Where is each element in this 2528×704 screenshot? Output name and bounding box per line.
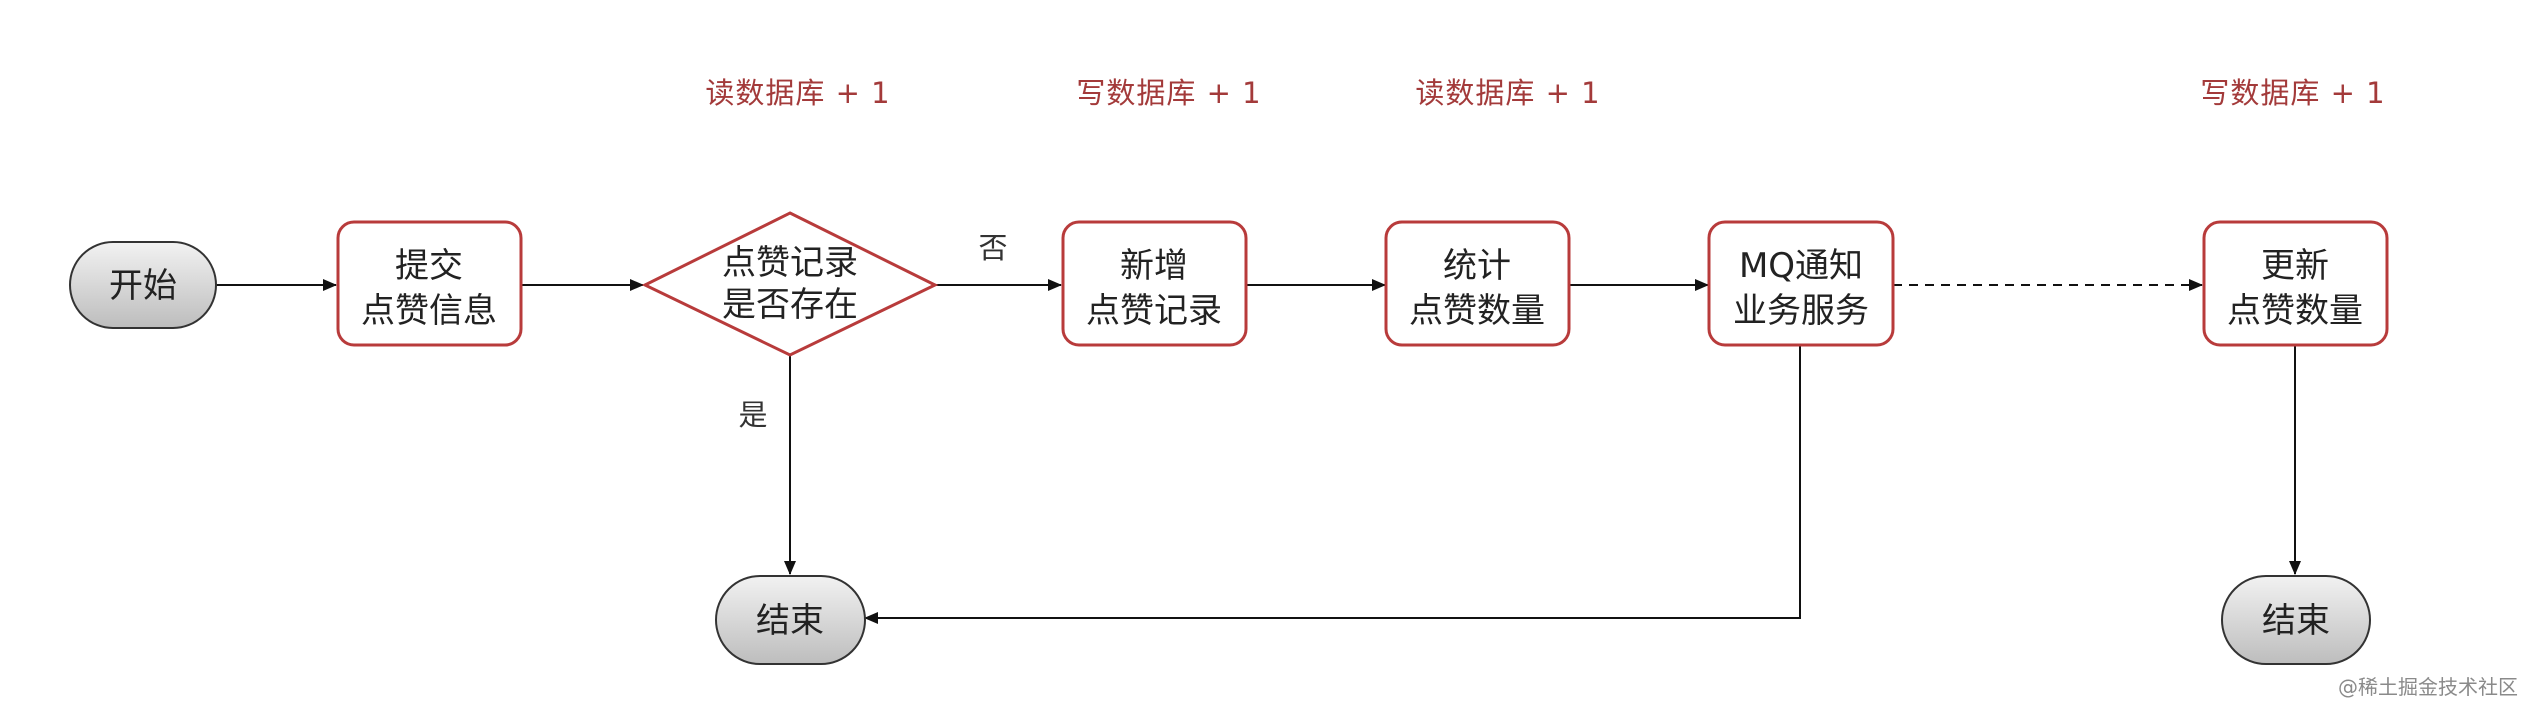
add-record-box bbox=[1061, 220, 1248, 347]
note-read-db-1: 读数据库 + 1 bbox=[705, 76, 890, 110]
end-node-right-shape bbox=[2221, 575, 2371, 665]
mq-notify-node: MQ通知 业务服务 bbox=[1707, 220, 1895, 347]
submit-like-node: 提交 点赞信息 bbox=[336, 220, 523, 347]
submit-like-line1: 提交 bbox=[395, 246, 463, 286]
end-node-left-shape bbox=[715, 575, 866, 665]
start-node-label: 开始 bbox=[109, 266, 177, 306]
update-count-line1: 更新 bbox=[2261, 246, 2329, 286]
end-node-right-label: 结束 bbox=[2262, 601, 2330, 641]
update-count-line2: 点赞数量 bbox=[2227, 291, 2363, 331]
count-likes-box bbox=[1384, 220, 1571, 347]
end-node-right: 结束 bbox=[2221, 575, 2371, 665]
add-record-node: 新增 点赞记录 bbox=[1061, 220, 1248, 347]
edge-label-no: 否 bbox=[978, 231, 1007, 265]
edge-label-yes: 是 bbox=[738, 398, 767, 432]
start-node-shape bbox=[69, 241, 217, 329]
decision-line2: 是否存在 bbox=[722, 285, 858, 325]
add-record-line1: 新增 bbox=[1120, 246, 1188, 286]
record-exists-decision: 点赞记录 是否存在 bbox=[641, 211, 939, 357]
update-count-box bbox=[2202, 220, 2389, 347]
update-count-node: 更新 点赞数量 bbox=[2202, 220, 2389, 347]
mq-notify-line1: MQ通知 bbox=[1739, 246, 1863, 286]
decision-line1: 点赞记录 bbox=[722, 243, 858, 283]
add-record-line2: 点赞记录 bbox=[1086, 291, 1222, 331]
decision-diamond bbox=[641, 211, 939, 357]
start-node: 开始 bbox=[69, 241, 217, 329]
end-node-left-label: 结束 bbox=[756, 601, 824, 641]
edge-mq-to-end bbox=[864, 345, 1801, 624]
note-write-db-1: 写数据库 + 1 bbox=[1076, 76, 1261, 110]
note-write-db-2: 写数据库 + 1 bbox=[2200, 76, 2385, 110]
submit-like-line2: 点赞信息 bbox=[361, 291, 497, 331]
end-node-left: 结束 bbox=[715, 575, 866, 665]
count-likes-node: 统计 点赞数量 bbox=[1384, 220, 1571, 347]
note-read-db-2: 读数据库 + 1 bbox=[1415, 76, 1600, 110]
mq-notify-line2: 业务服务 bbox=[1733, 291, 1869, 331]
watermark: @稀土掘金技术社区 bbox=[2338, 675, 2518, 699]
count-likes-line2: 点赞数量 bbox=[1409, 291, 1545, 331]
submit-like-box bbox=[336, 220, 523, 347]
mq-notify-box bbox=[1707, 220, 1895, 347]
count-likes-line1: 统计 bbox=[1443, 246, 1511, 286]
